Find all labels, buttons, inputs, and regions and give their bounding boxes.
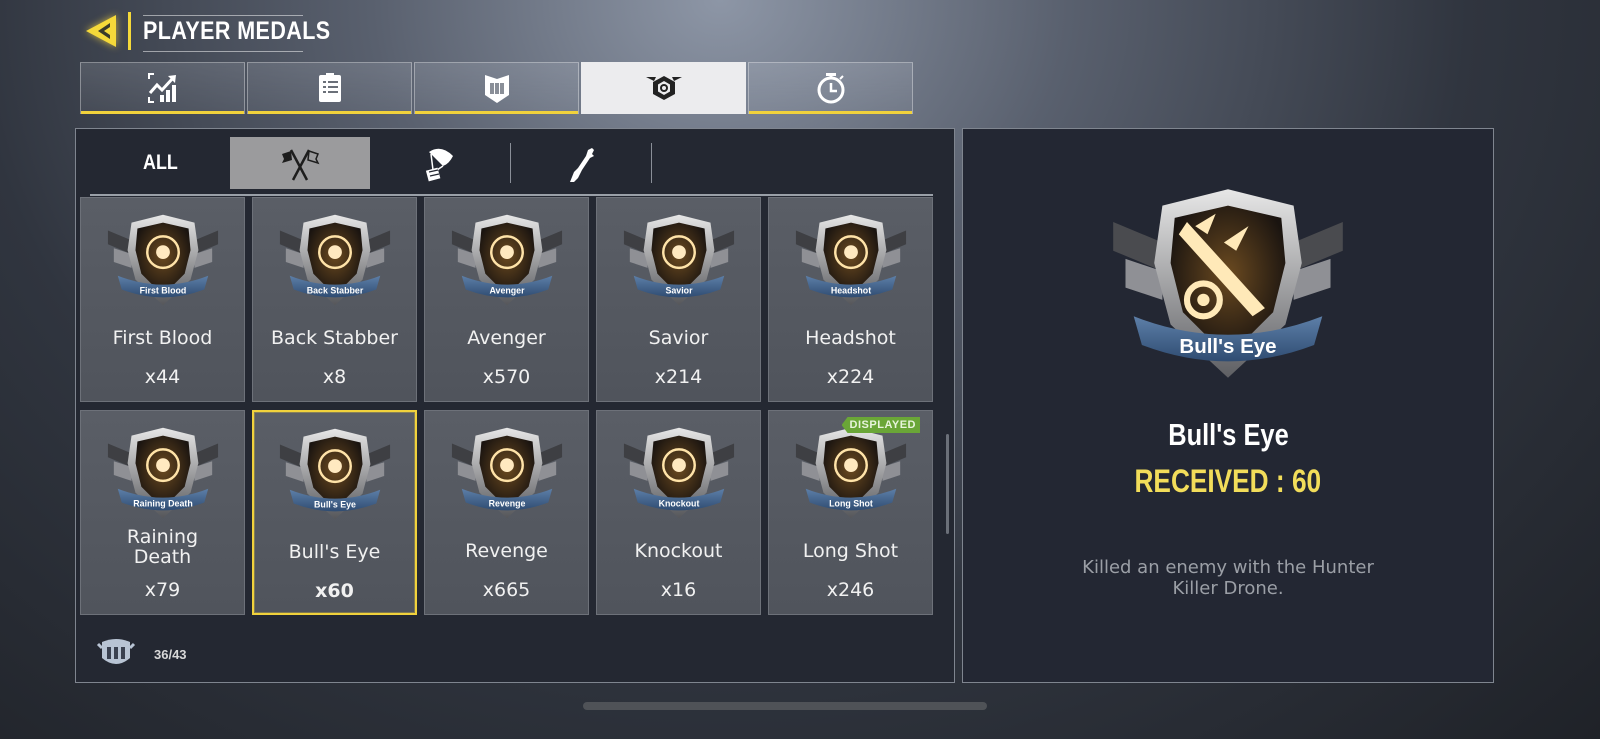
medals-grid: First Blood First Blood x44 Back Stabber… xyxy=(80,197,936,615)
top-tab-bar xyxy=(80,62,913,114)
clipboard-list-icon xyxy=(318,73,341,102)
long-shot-medal-icon: Long Shot xyxy=(795,427,906,519)
category-underline xyxy=(90,194,933,196)
medal-card-headshot[interactable]: Headshot Headshot x224 xyxy=(768,197,933,402)
category-tab-multiplayer[interactable] xyxy=(230,137,370,189)
cod-shield-icon xyxy=(484,75,509,103)
medal-detail-panel: Bull's Eye Bull's Eye RECEIVED : 60 Kill… xyxy=(962,128,1494,683)
tab-stopwatch[interactable] xyxy=(748,62,913,114)
detail-received-count: RECEIVED : 60 xyxy=(963,463,1493,500)
medal-collection-icon xyxy=(96,639,136,664)
detail-medal-name: Bull's Eye xyxy=(963,417,1493,453)
medals-scrollbar[interactable] xyxy=(946,434,949,534)
detail-description: Killed an enemy with the Hunter Killer D… xyxy=(1082,557,1374,599)
stopwatch-icon xyxy=(817,73,844,104)
medal-ribbon-text: Bull's Eye xyxy=(314,499,356,509)
detail-medal-ribbon-text: Bull's Eye xyxy=(1179,335,1276,358)
detail-medal-name-text: Bull's Eye xyxy=(1167,417,1289,452)
crossed-flags-icon xyxy=(282,149,320,181)
medal-ribbon-text: Savior xyxy=(665,285,693,295)
parachute-crate-icon xyxy=(425,148,453,182)
medal-name: Knockout xyxy=(634,540,723,562)
medal-ribbon-text: Back Stabber xyxy=(306,285,363,295)
medal-count: x224 xyxy=(826,366,875,388)
medal-ribbon-text: Knockout xyxy=(658,498,699,508)
detail-received-text: RECEIVED : 60 xyxy=(1134,463,1322,499)
medal-count: x570 xyxy=(482,366,531,388)
category-divider xyxy=(510,143,511,183)
medal-name: Revenge xyxy=(465,540,548,562)
category-divider xyxy=(651,143,652,183)
medal-badge-icon xyxy=(645,76,682,100)
back-arrow-icon xyxy=(86,15,116,47)
medal-ribbon-text: Raining Death xyxy=(133,498,192,508)
medal-count: x44 xyxy=(144,366,181,388)
medal-count: x246 xyxy=(826,579,875,601)
header-accent-bar xyxy=(128,12,131,50)
medal-count: x16 xyxy=(660,579,697,601)
category-tab-bar: ALL xyxy=(90,137,652,189)
displayed-badge: DISPLAYED xyxy=(841,417,920,433)
medal-card-first-blood[interactable]: First Blood First Blood x44 xyxy=(80,197,245,402)
stats-chart-icon xyxy=(147,73,176,103)
medal-name: Savior xyxy=(648,327,709,349)
page-header: PLAYER MEDALS xyxy=(82,8,371,54)
medal-ribbon-text: Long Shot xyxy=(829,498,873,508)
tab-medals[interactable] xyxy=(581,62,746,114)
medal-card-back-stabber[interactable]: Back Stabber Back Stabber x8 xyxy=(252,197,417,402)
revenge-medal-icon: Revenge xyxy=(451,427,562,519)
page-title-wrap: PLAYER MEDALS xyxy=(143,13,371,52)
savior-medal-icon: Savior xyxy=(623,214,734,306)
medals-progress-count: 36/43 xyxy=(154,646,187,662)
medal-card-avenger[interactable]: Avenger Avenger x570 xyxy=(424,197,589,402)
tab-cod-shield[interactable] xyxy=(414,62,579,114)
category-tab-all-label: ALL xyxy=(142,151,178,174)
zombie-arm-icon xyxy=(570,148,594,182)
medal-ribbon-text: Avenger xyxy=(489,285,525,295)
category-tab-battle-royale[interactable] xyxy=(370,137,510,189)
medal-card-revenge[interactable]: Revenge Revenge x665 xyxy=(424,410,589,615)
medal-name: Headshot xyxy=(805,327,896,349)
headshot-medal-icon: Headshot xyxy=(795,214,906,306)
medals-list-panel: ALL xyxy=(75,128,955,683)
medal-count: x60 xyxy=(315,580,354,602)
raining-death-medal-icon: Raining Death xyxy=(107,427,218,519)
tab-stats[interactable] xyxy=(80,62,245,114)
medal-name: Avenger xyxy=(467,327,546,349)
knockout-medal-icon: Knockout xyxy=(623,427,734,519)
medal-card-long-shot[interactable]: Long Shot Long Shot x246 DISPLAYED xyxy=(768,410,933,615)
medal-card-savior[interactable]: Savior Savior x214 xyxy=(596,197,761,402)
avenger-medal-icon: Avenger xyxy=(451,214,562,306)
medal-count: x8 xyxy=(322,366,347,388)
medal-name: First Blood xyxy=(112,327,213,349)
medal-count: x79 xyxy=(144,579,181,601)
category-tab-zombies[interactable] xyxy=(511,137,651,189)
medal-card-bull-s-eye[interactable]: Bull's Eye Bull's Eye x60 xyxy=(252,410,417,615)
back-stabber-medal-icon: Back Stabber xyxy=(279,214,390,306)
bulls-eye-medal-large-icon: Bull's Eye xyxy=(1113,189,1343,378)
home-indicator[interactable] xyxy=(583,702,987,710)
bull-s-eye-medal-icon: Bull's Eye xyxy=(279,428,390,520)
medal-name: Back Stabber xyxy=(271,327,398,349)
medal-ribbon-text: Revenge xyxy=(488,498,525,508)
medal-count: x214 xyxy=(654,366,703,388)
back-button[interactable] xyxy=(82,9,126,53)
medal-ribbon-text: Headshot xyxy=(830,285,870,295)
medal-card-knockout[interactable]: Knockout Knockout x16 xyxy=(596,410,761,615)
tab-records[interactable] xyxy=(247,62,412,114)
medal-count: x665 xyxy=(482,579,531,601)
medals-progress-footer: 36/43 xyxy=(94,636,187,672)
category-tab-all[interactable]: ALL xyxy=(90,137,230,189)
medal-name: Bull's Eye xyxy=(288,541,381,563)
medal-ribbon-text: First Blood xyxy=(139,285,186,295)
medal-name: Long Shot xyxy=(802,540,899,562)
first-blood-medal-icon: First Blood xyxy=(107,214,218,306)
page-title: PLAYER MEDALS xyxy=(143,16,331,45)
